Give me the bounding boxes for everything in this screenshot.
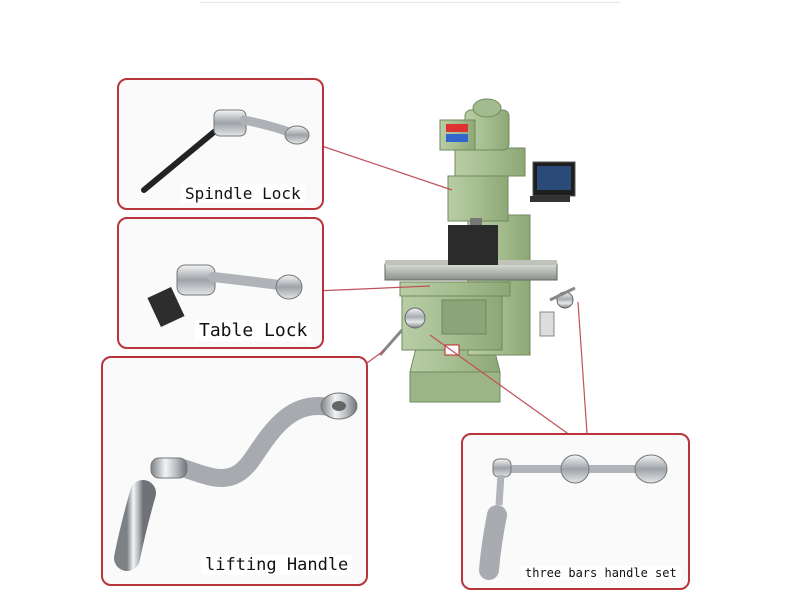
lifting-handle-image bbox=[114, 392, 358, 571]
table-lock-image bbox=[147, 264, 303, 327]
three-bars-handle-label: three bars handle set bbox=[521, 566, 681, 580]
spindle-lock-label: Spindle Lock bbox=[181, 184, 305, 203]
spindle-lock-image bbox=[141, 109, 310, 193]
three-bars-handle-image bbox=[479, 454, 668, 580]
top-divider-line bbox=[200, 2, 620, 3]
table-lock-label: Table Lock bbox=[195, 320, 312, 341]
lifting-handle-label: lifting Handle bbox=[201, 555, 353, 575]
three-bars-handle-callout: three bars handle set bbox=[461, 433, 690, 590]
table-lock-callout: Table Lock bbox=[117, 217, 324, 349]
spindle-lock-callout: Spindle Lock bbox=[117, 78, 324, 210]
lifting-handle-callout: lifting Handle bbox=[101, 356, 368, 586]
